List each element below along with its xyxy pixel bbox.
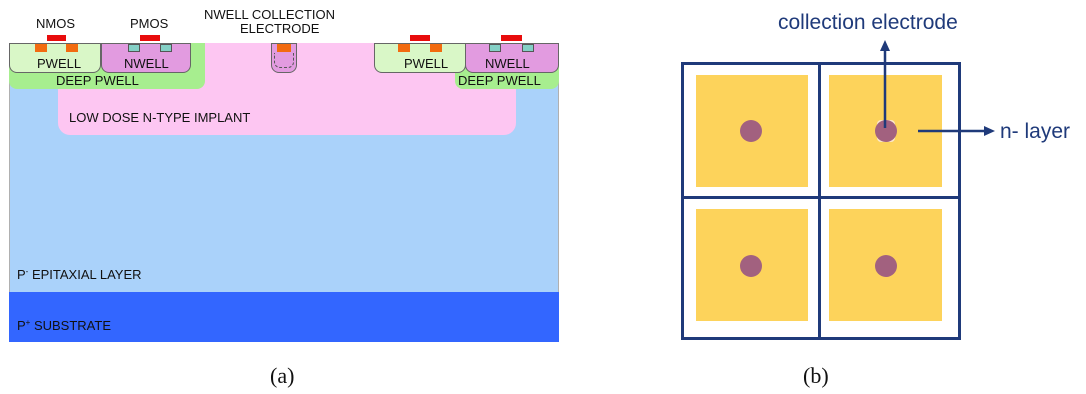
electrode-dot-bottom-left	[740, 255, 762, 277]
pwell-right-label: PWELL	[404, 56, 449, 71]
epitaxial-label-sup: -	[25, 267, 29, 276]
deep-pwell-right-label: DEEP PWELL	[458, 73, 541, 88]
nmos-contact-drain	[66, 44, 78, 52]
implant-label: LOW DOSE N-TYPE IMPLANT	[69, 110, 251, 125]
pwell-left-label: PWELL	[37, 56, 82, 71]
collection-contact	[277, 44, 291, 52]
substrate-label: P+ SUBSTRATE	[17, 318, 112, 333]
pixel-matrix-frame	[681, 62, 961, 340]
pmos-gate	[140, 35, 160, 41]
nwell-right-label: NWELL	[485, 56, 530, 71]
epitaxial-label-prefix: P	[17, 267, 26, 282]
nlayer-arrow-head	[984, 126, 995, 136]
electrode-dot-top-left	[740, 120, 762, 142]
n-layer-label: n- layer	[1000, 120, 1071, 143]
substrate-label-prefix: P	[17, 318, 26, 333]
epitaxial-label: P- EPITAXIAL LAYER	[17, 267, 142, 282]
pwell-right	[374, 43, 466, 73]
pmos-contact-source	[128, 44, 140, 52]
grid-line-vertical	[818, 62, 821, 340]
pwell-left	[9, 43, 101, 73]
nmos-contact-source	[35, 44, 47, 52]
electrode-dot-bottom-right	[875, 255, 897, 277]
nwell-left-label: NWELL	[124, 56, 169, 71]
nwell-right	[465, 43, 559, 73]
right-pmos-contact-source	[489, 44, 501, 52]
collection-electrode-label: collection electrode	[778, 11, 958, 34]
right-nmos-contact-drain	[430, 44, 442, 52]
collection-arrow-head	[880, 40, 890, 51]
right-pmos-contact-drain	[522, 44, 534, 52]
collection-nwell-inner	[274, 53, 294, 68]
pmos-contact-drain	[160, 44, 172, 52]
substrate-label-text: SUBSTRATE	[30, 318, 112, 333]
right-pmos-gate	[501, 35, 522, 41]
caption-b: (b)	[803, 363, 829, 388]
right-nmos-contact-source	[398, 44, 410, 52]
right-nmos-gate	[410, 35, 430, 41]
epitaxial-label-text: EPITAXIAL LAYER	[28, 267, 142, 282]
electrode-dot-top-right	[875, 120, 897, 142]
nmos-label: NMOS	[36, 16, 75, 31]
caption-a: (a)	[270, 363, 295, 388]
nwell-left	[101, 43, 191, 73]
deep-pwell-left-label: DEEP PWELL	[56, 73, 139, 88]
pmos-label: PMOS	[130, 16, 169, 31]
nwell-collection-label-line2: ELECTRODE	[240, 21, 320, 36]
nmos-gate	[47, 35, 66, 41]
nwell-collection-label-line1: NWELL COLLECTION	[204, 7, 335, 22]
grid-line-horizontal	[681, 196, 961, 199]
substrate-layer	[9, 292, 559, 342]
substrate-label-sup: +	[25, 318, 31, 327]
